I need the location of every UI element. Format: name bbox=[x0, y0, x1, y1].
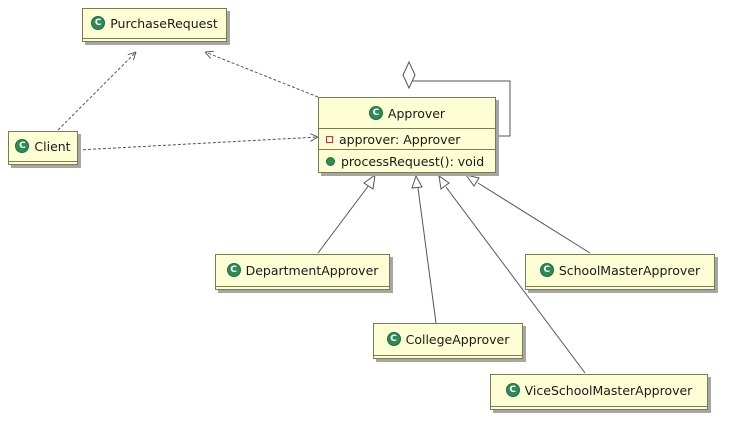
class-header: C CollegeApprover bbox=[374, 324, 522, 354]
class-divider bbox=[216, 286, 389, 287]
class-header: C SchoolMasterApprover bbox=[526, 255, 714, 285]
dependency-approver-purchaserequest bbox=[205, 52, 319, 98]
generalization-viceschoolmaster bbox=[445, 186, 586, 374]
class-divider bbox=[374, 355, 522, 356]
aggregation-diamond bbox=[402, 60, 416, 90]
dependency-client-purchaserequest bbox=[57, 52, 136, 131]
generalization-department bbox=[317, 184, 370, 254]
class-icon: C bbox=[368, 106, 383, 120]
method-processrequest: processRequest(): void bbox=[319, 150, 495, 172]
class-icon: C bbox=[91, 16, 106, 30]
class-divider bbox=[9, 161, 77, 162]
class-client[interactable]: C Client bbox=[8, 131, 78, 165]
generalization-arrow-schoolmaster bbox=[464, 174, 480, 187]
class-icon: C bbox=[15, 139, 30, 153]
class-schoolmasterapprover[interactable]: C SchoolMasterApprover bbox=[525, 254, 715, 290]
class-name: PurchaseRequest bbox=[110, 15, 218, 31]
class-name: Approver bbox=[387, 105, 446, 121]
class-collegeapprover[interactable]: C CollegeApprover bbox=[373, 323, 523, 359]
class-viceschoolmasterapprover[interactable]: C ViceSchoolMasterApprover bbox=[490, 374, 708, 410]
association-client-approver bbox=[77, 137, 318, 151]
field-approver: approver: Approver bbox=[319, 129, 495, 149]
public-method-icon bbox=[326, 156, 335, 166]
generalization-arrow-college bbox=[411, 174, 423, 189]
class-icon: C bbox=[226, 263, 241, 277]
class-icon: C bbox=[505, 383, 520, 397]
class-header: C ViceSchoolMasterApprover bbox=[491, 375, 707, 405]
class-name: Client bbox=[34, 138, 71, 154]
class-header: C PurchaseRequest bbox=[83, 9, 226, 37]
class-header: C Approver bbox=[319, 98, 495, 128]
generalization-schoolmaster bbox=[477, 182, 591, 254]
class-name: SchoolMasterApprover bbox=[558, 262, 701, 278]
class-icon: C bbox=[539, 263, 554, 277]
class-name: CollegeApprover bbox=[405, 331, 510, 347]
class-departmentapprover[interactable]: C DepartmentApprover bbox=[215, 254, 390, 290]
class-name: ViceSchoolMasterApprover bbox=[524, 382, 693, 398]
class-header: C Client bbox=[9, 132, 77, 160]
class-icon: C bbox=[386, 332, 401, 346]
class-header: C DepartmentApprover bbox=[216, 255, 389, 285]
class-approver[interactable]: C Approver approver: Approver processReq… bbox=[318, 97, 496, 173]
private-field-icon bbox=[326, 135, 333, 143]
class-divider bbox=[491, 406, 707, 407]
class-divider bbox=[319, 149, 495, 150]
class-divider bbox=[83, 38, 226, 39]
generalization-arrow-viceschoolmaster bbox=[438, 174, 450, 190]
class-purchaserequest[interactable]: C PurchaseRequest bbox=[82, 8, 227, 42]
class-divider bbox=[319, 128, 495, 129]
class-name: DepartmentApprover bbox=[245, 262, 379, 278]
field-text: approver: Approver bbox=[339, 131, 461, 147]
class-divider bbox=[526, 286, 714, 287]
generalization-arrow-department bbox=[363, 173, 376, 190]
method-text: processRequest(): void bbox=[341, 153, 485, 169]
generalization-college bbox=[417, 187, 437, 324]
